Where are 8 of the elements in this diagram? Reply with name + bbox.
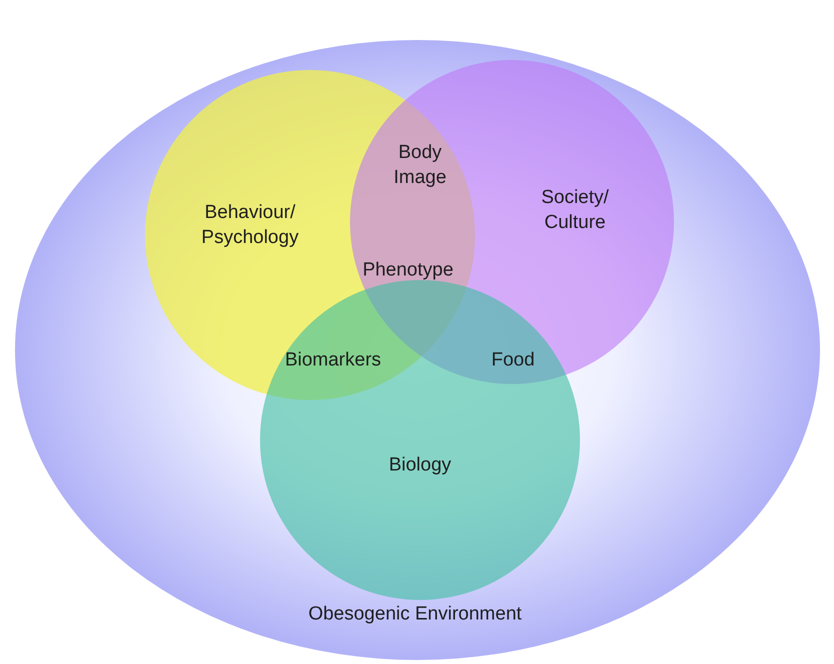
overlap-label: Phenotype — [362, 258, 454, 282]
circle-label: Behaviour/ Psychology — [200, 201, 300, 250]
overlap-label: Body Image — [392, 141, 448, 190]
environment-label: Obesogenic Environment — [307, 602, 523, 626]
circle-label: Biology — [388, 454, 452, 478]
overlap-label: Food — [490, 348, 536, 372]
circle-label: Society/ Culture — [540, 186, 610, 235]
overlap-label: Biomarkers — [284, 348, 382, 372]
